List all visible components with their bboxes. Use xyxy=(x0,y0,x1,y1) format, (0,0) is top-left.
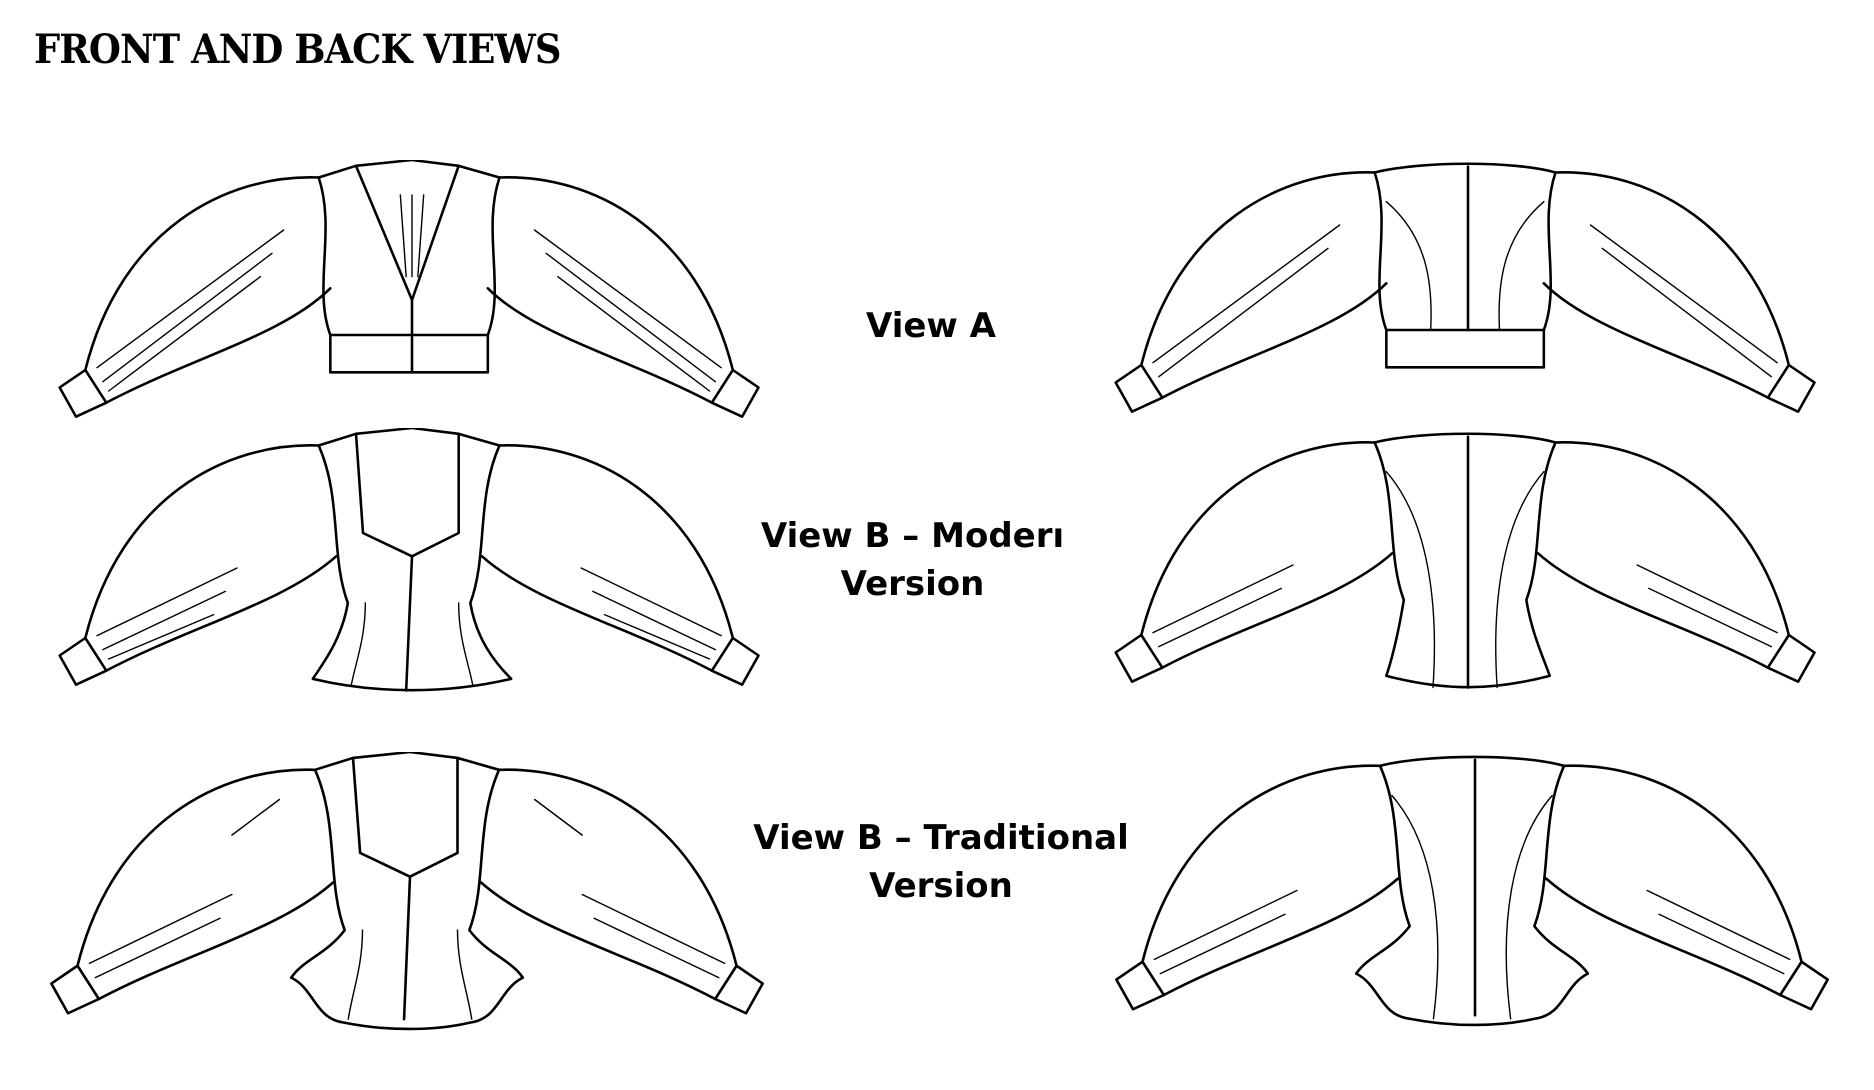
view-label-line1: View B – Moderı xyxy=(760,516,1065,556)
view-b-traditional-label: View B – Traditional Version xyxy=(721,814,1161,910)
view-a-back-drawing xyxy=(1114,162,1816,413)
view-label-line2: Version xyxy=(840,564,985,604)
view-b-traditional-back-drawing xyxy=(1115,755,1829,1027)
page-title: FRONT AND BACK VIEWS xyxy=(34,26,562,73)
view-label-line1: View B – Traditional xyxy=(753,818,1129,858)
view-b-modern-back-drawing xyxy=(1114,432,1816,689)
view-b-modern-front-drawing xyxy=(58,428,760,692)
view-b-traditional-front-drawing xyxy=(50,752,764,1031)
view-label-line1: View A xyxy=(866,306,996,346)
view-b-modern-label: View B – Moderı Version xyxy=(730,512,1095,608)
view-a-label: View A xyxy=(711,302,1151,350)
view-label-line2: Version xyxy=(869,866,1013,906)
view-a-front-drawing xyxy=(58,160,760,418)
